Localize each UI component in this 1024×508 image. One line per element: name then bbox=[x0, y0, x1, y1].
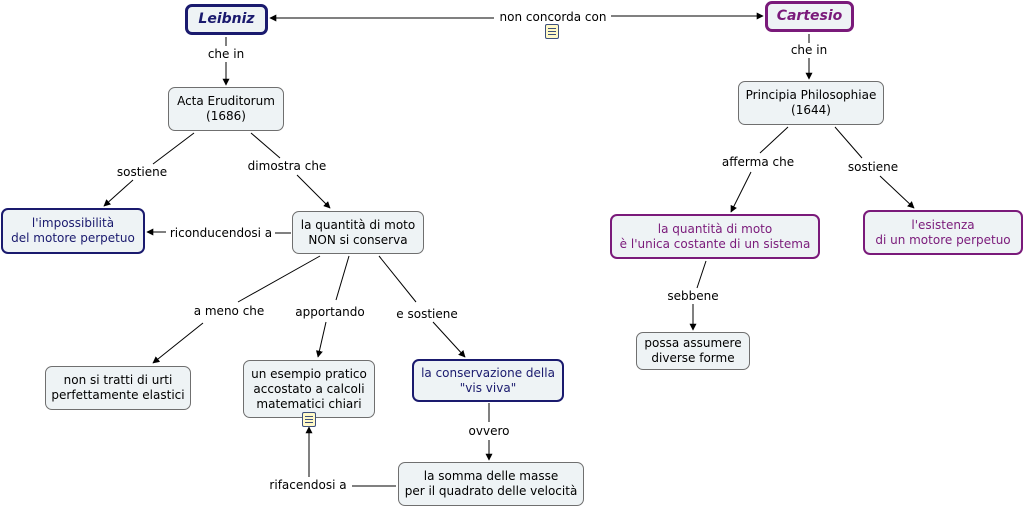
link-label-sebbene: sebbene bbox=[664, 289, 722, 303]
link-label-dimostra-che: dimostra che bbox=[244, 159, 330, 173]
concept-vis-viva[interactable]: la conservazione della "vis viva" bbox=[412, 359, 564, 402]
link-line bbox=[152, 132, 195, 165]
link-label-apportando: apportando bbox=[292, 305, 368, 319]
link-label-non-concorda: non concorda con bbox=[496, 10, 610, 24]
concept-quantita-moto-cartesio[interactable]: la quantità di moto è l'unica costante d… bbox=[610, 214, 820, 259]
link-line bbox=[103, 179, 134, 207]
link-label-che-in-leibniz: che in bbox=[204, 47, 248, 61]
link-line bbox=[315, 321, 327, 358]
concept-leibniz[interactable]: Leibniz bbox=[185, 4, 268, 35]
link-line bbox=[730, 171, 752, 213]
link-line bbox=[237, 255, 321, 303]
link-label-sostiene-acta: sostiene bbox=[113, 165, 171, 179]
link-line bbox=[335, 255, 350, 301]
link-label-afferma-che: afferma che bbox=[718, 155, 798, 169]
concept-quantita-moto-leibniz[interactable]: la quantità di moto NON si conserva bbox=[292, 211, 424, 254]
concept-principia-philosophiae[interactable]: Principia Philosophiae (1644) bbox=[738, 81, 884, 125]
concept-esistenza-motore[interactable]: l'esistenza di un motore perpetuo bbox=[863, 210, 1023, 255]
link-label-e-sostiene: e sostiene bbox=[393, 307, 461, 321]
link-line bbox=[759, 126, 789, 154]
link-line bbox=[879, 175, 915, 209]
link-label-che-in-cartesio: che in bbox=[787, 43, 831, 57]
link-line bbox=[432, 321, 466, 358]
link-line bbox=[696, 260, 707, 289]
link-line bbox=[296, 174, 331, 209]
concept-impossibilita[interactable]: l'impossibilità del motore perpetuo bbox=[1, 208, 145, 254]
link-label-ovvero: ovvero bbox=[465, 424, 513, 438]
link-label-sostiene-principia: sostiene bbox=[844, 160, 902, 174]
document-icon[interactable] bbox=[545, 24, 559, 39]
link-label-a-meno-che: a meno che bbox=[190, 304, 268, 318]
concept-cartesio[interactable]: Cartesio bbox=[765, 1, 854, 32]
concept-urti[interactable]: non si tratti di urti perfettamente elas… bbox=[45, 366, 191, 410]
concept-acta-eruditorum[interactable]: Acta Eruditorum (1686) bbox=[168, 87, 284, 131]
concept-somma-masse[interactable]: la somma delle masse per il quadrato del… bbox=[398, 462, 584, 506]
link-line bbox=[378, 255, 417, 303]
document-icon[interactable] bbox=[302, 412, 316, 427]
concept-diverse-forme[interactable]: possa assumere diverse forme bbox=[636, 332, 750, 370]
link-label-riconducendosi: riconducendosi a bbox=[166, 226, 276, 240]
link-line bbox=[834, 126, 863, 159]
link-label-rifacendosi: rifacendosi a bbox=[266, 478, 350, 492]
link-line bbox=[152, 322, 204, 364]
concept-esempio-pratico[interactable]: un esempio pratico accostato a calcoli m… bbox=[243, 360, 375, 418]
link-line bbox=[250, 132, 281, 159]
